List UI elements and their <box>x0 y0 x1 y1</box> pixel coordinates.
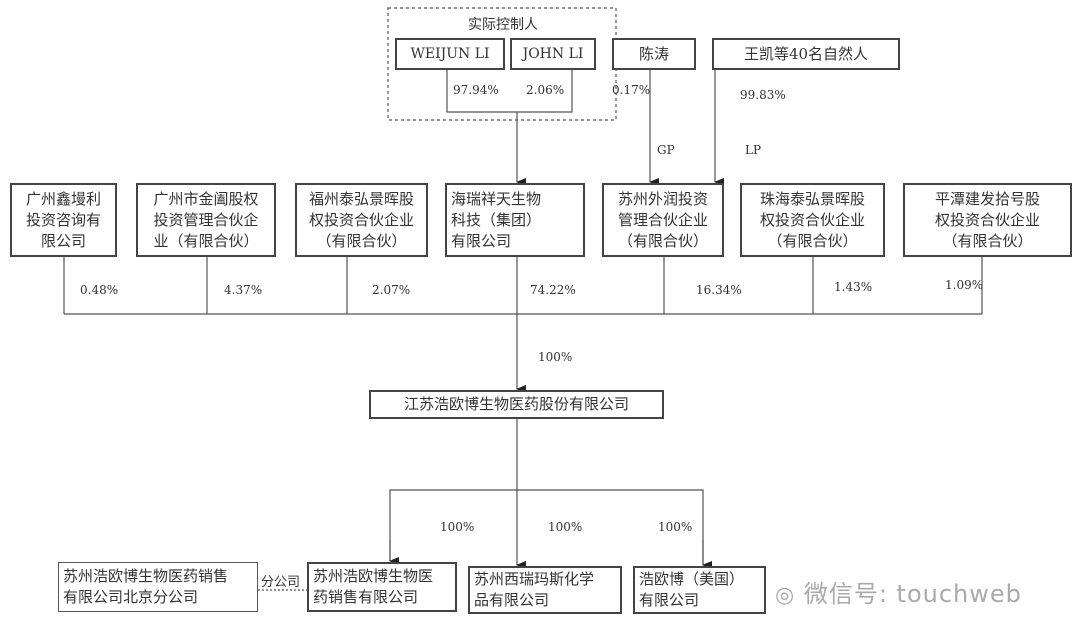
watermark: ◎ 微信号: touchweb <box>775 574 1022 609</box>
shareholder-box: 广州市金阖股权 投资管理合伙企 业（有限合伙） <box>136 183 276 257</box>
subsidiary-box: 苏州西瑞玛斯化学 品有限公司 <box>468 566 622 614</box>
controller-weijun-li: WEIJUN LI <box>395 38 505 70</box>
stake-label: 2.07% <box>372 283 411 297</box>
stake-label: 0.17% <box>612 83 651 97</box>
shareholder-box: 平潭建发拾号股 权投资合伙企业 （有限合伙） <box>903 183 1072 257</box>
branch-relation-label: 分公司 <box>261 575 301 590</box>
stake-label: 97.94% <box>453 83 499 97</box>
controller-group-title: 实际控制人 <box>468 17 538 33</box>
wechat-icon: ◎ <box>775 583 796 608</box>
stake-label: 1.43% <box>834 280 873 294</box>
stake-label: 4.37% <box>224 283 263 297</box>
lp-label: LP <box>745 143 762 157</box>
holder-chen-tao: 陈涛 <box>612 38 696 70</box>
issuer-company-box: 江苏浩欧博生物医药股份有限公司 <box>369 390 664 419</box>
gp-label: GP <box>657 143 675 157</box>
stake-label: 2.06% <box>526 83 565 97</box>
shareholder-box: 广州鑫墁利 投资咨询有 限公司 <box>10 183 117 257</box>
subsidiary-box: 浩欧博（美国） 有限公司 <box>633 566 766 614</box>
stake-label: 100% <box>538 350 573 364</box>
branch-box: 苏州浩欧博生物医药销售 有限公司北京分公司 <box>58 562 258 612</box>
controller-john-li: JOHN LI <box>510 38 596 70</box>
shareholder-box: 珠海泰弘景晖股 权投资合伙企业 （有限合伙） <box>740 183 885 257</box>
shareholder-box: 海瑞祥天生物 科技（集团） 有限公司 <box>445 183 585 257</box>
stake-label: 100% <box>440 520 475 534</box>
stake-label: 1.09% <box>945 278 984 292</box>
stake-label: 0.48% <box>80 283 119 297</box>
shareholder-box: 苏州外润投资 管理合伙企业 （有限合伙） <box>602 183 724 257</box>
stake-label: 100% <box>658 520 693 534</box>
subsidiary-box: 苏州浩欧博生物医 药销售有限公司 <box>307 562 457 612</box>
stake-label: 100% <box>548 520 583 534</box>
stake-label: 16.34% <box>696 283 742 297</box>
watermark-text: 微信号: touchweb <box>803 580 1022 608</box>
shareholder-box: 福州泰弘景晖股 权投资合伙企业 （有限合伙） <box>295 183 428 257</box>
stake-label: 99.83% <box>740 88 786 102</box>
holder-wang-kai-group: 王凯等40名自然人 <box>712 38 900 70</box>
stake-label: 74.22% <box>530 283 576 297</box>
